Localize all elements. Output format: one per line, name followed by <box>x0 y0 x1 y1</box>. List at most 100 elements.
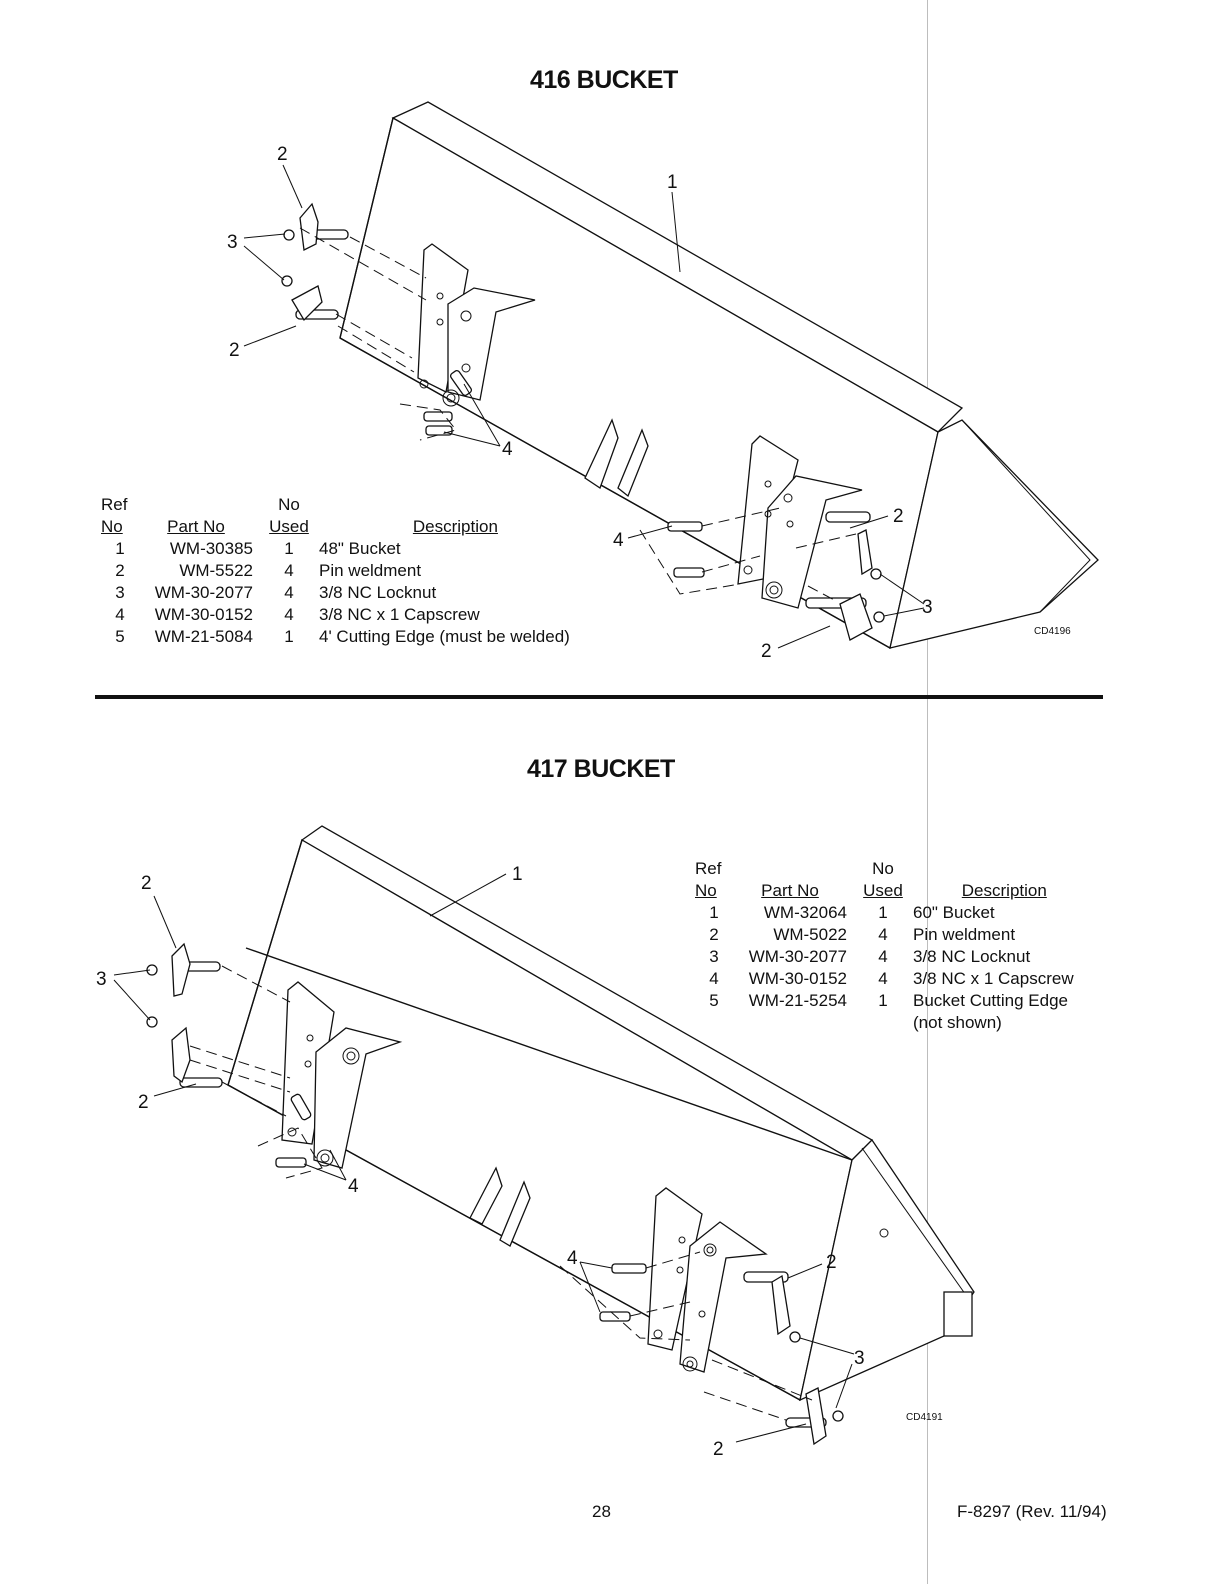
drawing-code-416: CD4196 <box>1034 626 1071 637</box>
row-ref: 2 <box>115 561 125 580</box>
form-number: F-8297 (Rev. 11/94) <box>957 1502 1107 1521</box>
header-desc: Description <box>961 881 1047 900</box>
bucket-417-callouts: 1 2 2 2 2 3 3 4 4 CD4191 <box>96 864 943 1460</box>
header-ref-top: Ref <box>695 859 722 878</box>
row-used: 4 <box>878 969 888 988</box>
row-part: WM-5522 <box>179 561 253 580</box>
row-ref: 5 <box>115 627 125 646</box>
section-title-417: 417 BUCKET <box>527 755 675 783</box>
row-part: WM-5022 <box>773 925 847 944</box>
row-desc: 3/8 NC Locknut <box>913 947 1031 966</box>
bucket-416-leaders <box>243 164 925 649</box>
callout-417-4a: 4 <box>348 1176 359 1197</box>
bucket-416-right-mount <box>737 435 863 609</box>
bucket-417-pins-right <box>559 1251 844 1446</box>
header-part: Part No <box>167 517 225 536</box>
table-row: 5 WM-21-5254 1 Bucket Cutting Edge <box>695 990 1074 1012</box>
callout-417-3b: 3 <box>854 1348 865 1369</box>
row-ref: 4 <box>709 969 719 988</box>
table-row: 5 WM-21-5084 1 4' Cutting Edge (must be … <box>101 626 570 648</box>
section-divider <box>95 695 1103 699</box>
header-spacer <box>905 858 1074 880</box>
row-used: 4 <box>284 605 294 624</box>
row-desc: 3/8 NC x 1 Capscrew <box>319 605 480 624</box>
callout-417-2d: 2 <box>713 1439 724 1460</box>
parts-table-416: Ref No No Part No Used Description 1 WM-… <box>101 494 570 648</box>
callout-416-2c: 2 <box>893 506 904 527</box>
table-row: 4 WM-30-0152 4 3/8 NC x 1 Capscrew <box>695 968 1074 990</box>
bucket-417-center-brackets <box>469 1166 531 1247</box>
bucket-417-right-mount <box>647 1187 768 1373</box>
row-used: 4 <box>284 561 294 580</box>
table-row: 4 WM-30-0152 4 3/8 NC x 1 Capscrew <box>101 604 570 626</box>
row-desc: (not shown) <box>913 1013 1002 1032</box>
callout-417-2b: 2 <box>138 1092 149 1113</box>
callout-416-2d: 2 <box>761 641 772 662</box>
row-ref: 4 <box>115 605 125 624</box>
row-ref: 1 <box>709 903 719 922</box>
callout-416-4b: 4 <box>613 530 624 551</box>
section-title-416: 416 BUCKET <box>530 66 678 94</box>
row-used: 1 <box>878 991 888 1010</box>
row-ref: 5 <box>709 991 719 1010</box>
table-row: (not shown) <box>695 1012 1074 1034</box>
row-desc: 60" Bucket <box>913 903 995 922</box>
bucket-416-pins-left <box>281 202 473 441</box>
row-desc: Pin weldment <box>913 925 1016 944</box>
callout-416-3a: 3 <box>227 232 238 253</box>
row-used: 4 <box>878 925 888 944</box>
row-part: WM-30-2077 <box>748 947 847 966</box>
header-ref-top: Ref <box>101 495 128 514</box>
table-header-top: Ref No <box>101 494 570 516</box>
row-part: WM-30-0152 <box>748 969 847 988</box>
drawing-code-417: CD4191 <box>906 1412 943 1423</box>
bucket-416-left-mount <box>417 243 536 407</box>
header-part: Part No <box>761 881 819 900</box>
header-ref: No <box>695 881 717 900</box>
row-ref <box>695 1012 733 1034</box>
row-desc: 4' Cutting Edge (must be welded) <box>319 627 570 646</box>
callout-416-1: 1 <box>667 172 678 193</box>
table-row: 1 WM-30385 1 48" Bucket <box>101 538 570 560</box>
row-part: WM-30-2077 <box>154 583 253 602</box>
bucket-417-leaders <box>113 873 855 1443</box>
row-desc: 3/8 NC x 1 Capscrew <box>913 969 1074 988</box>
scan-fold-line <box>927 0 928 1584</box>
callout-416-2a: 2 <box>277 144 288 165</box>
row-ref: 3 <box>709 947 719 966</box>
bucket-417-pins-left <box>146 942 323 1179</box>
callout-417-2a: 2 <box>141 873 152 894</box>
callout-416-4a: 4 <box>502 439 513 460</box>
row-part: WM-30385 <box>169 539 253 558</box>
table-header: No Part No Used Description <box>101 516 570 538</box>
row-part: WM-32064 <box>763 903 847 922</box>
parts-table-417: Ref No No Part No Used Description 1 WM-… <box>695 858 1074 1034</box>
row-ref: 1 <box>115 539 125 558</box>
row-ref: 3 <box>115 583 125 602</box>
callout-416-3b: 3 <box>922 597 933 618</box>
row-used: 4 <box>878 947 888 966</box>
header-used-top: No <box>872 859 894 878</box>
row-used: 1 <box>284 627 294 646</box>
row-part: WM-30-0152 <box>154 605 253 624</box>
callout-417-4b: 4 <box>567 1248 578 1269</box>
table-header-top: Ref No <box>695 858 1074 880</box>
row-desc: Bucket Cutting Edge <box>913 991 1068 1010</box>
callout-417-2c: 2 <box>826 1252 837 1273</box>
header-ref: No <box>101 517 123 536</box>
row-part: WM-21-5254 <box>748 991 847 1010</box>
row-part: WM-21-5084 <box>154 627 253 646</box>
table-row: 2 WM-5522 4 Pin weldment <box>101 560 570 582</box>
row-used: 4 <box>284 583 294 602</box>
header-spacer <box>733 858 861 880</box>
page-number: 28 <box>592 1502 611 1521</box>
header-desc: Description <box>412 517 498 536</box>
header-used: Used <box>863 881 903 900</box>
row-ref: 2 <box>709 925 719 944</box>
row-desc: 48" Bucket <box>319 539 401 558</box>
bucket-416-center-brackets <box>584 418 649 498</box>
header-used: Used <box>269 517 309 536</box>
callout-417-1: 1 <box>512 864 523 885</box>
